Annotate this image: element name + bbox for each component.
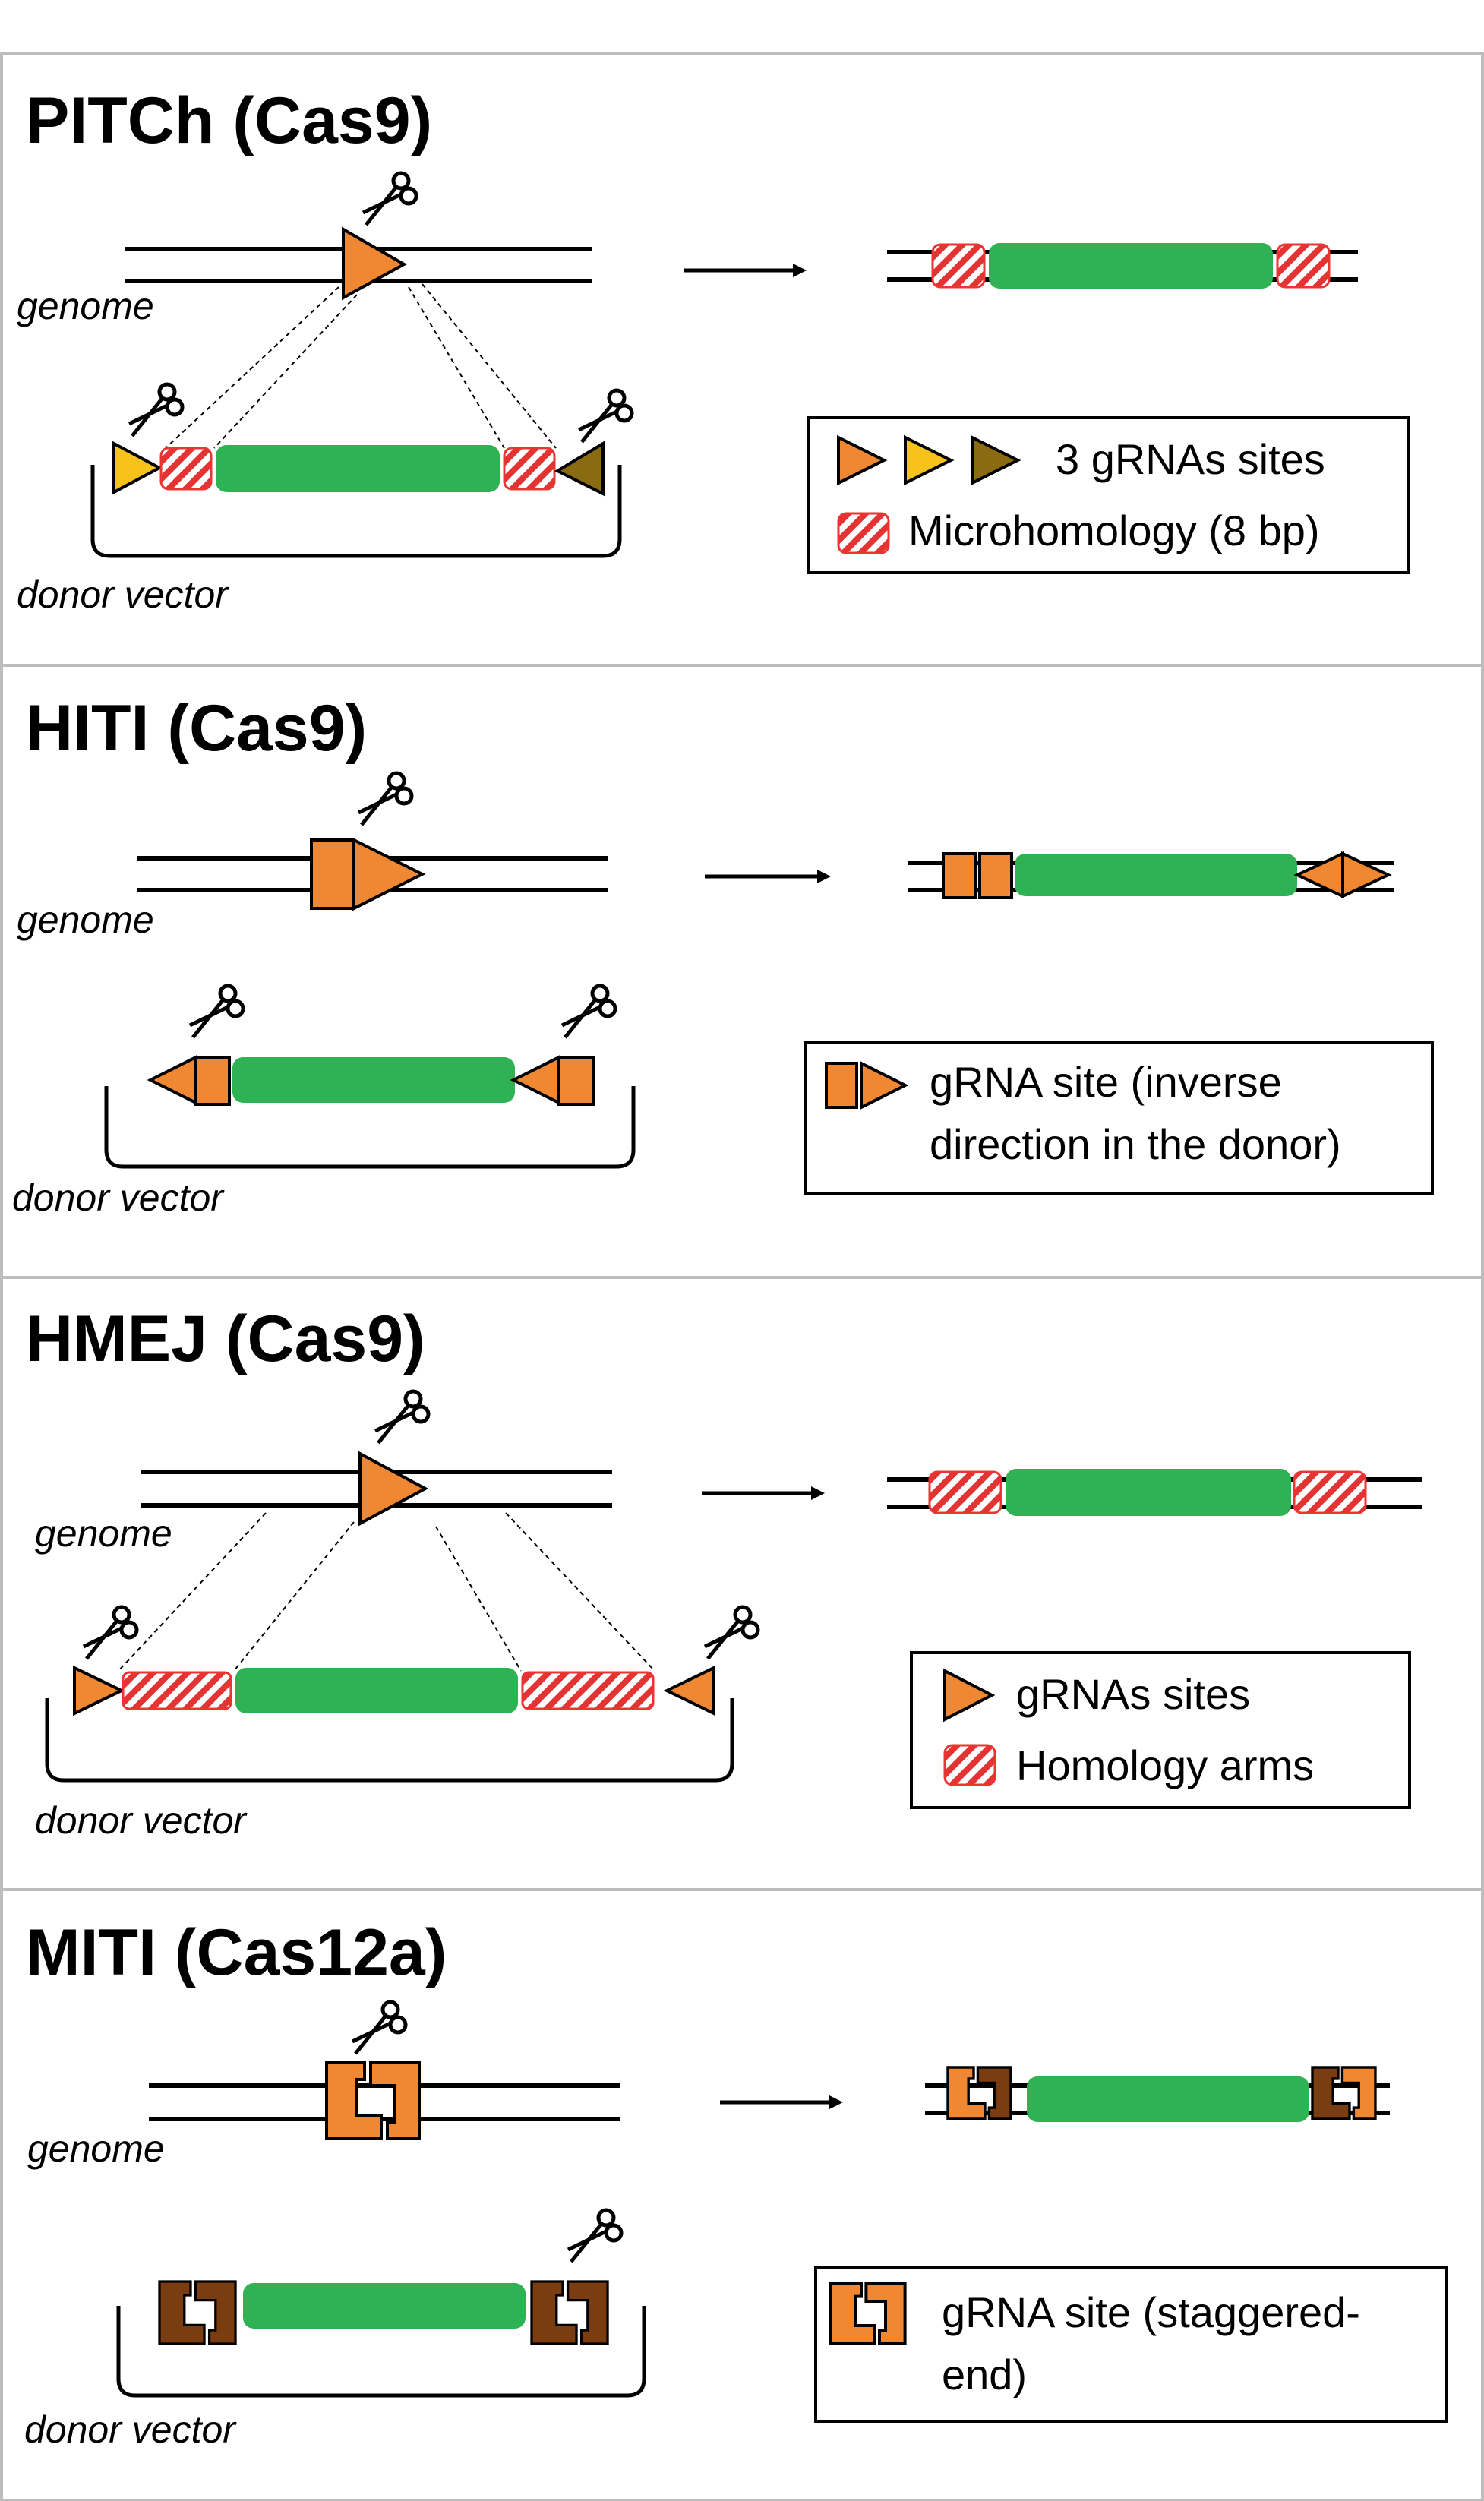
legend-entry: end) <box>942 2351 1027 2398</box>
legend-entry: gRNA site (staggered- <box>942 2288 1360 2336</box>
donor-gene <box>216 445 500 492</box>
genome-label: genome <box>35 1512 172 1555</box>
panel-title: PITCh (Cas9) <box>26 84 432 157</box>
staggered-site-icon <box>829 2281 907 2346</box>
gRNA-site-triangle-icon <box>554 441 605 497</box>
gRNA-site-triangle-icon <box>112 441 163 495</box>
genome-label: genome <box>17 285 154 327</box>
panel-title: HITI (Cas9) <box>26 692 367 765</box>
microhomology-block <box>159 447 213 491</box>
legend-entry: gRNAs sites <box>1016 1670 1250 1718</box>
panel-title: MITI (Cas12a) <box>26 1916 447 1989</box>
legend-entry: Homology arms <box>1016 1742 1314 1789</box>
legend-entry: gRNA site (inverse <box>930 1058 1282 1106</box>
legend-box <box>807 416 1410 574</box>
donor-label: donor vector <box>12 1176 225 1219</box>
genome-label: genome <box>27 2127 165 2170</box>
gRNA-site-triangle-icon <box>342 226 408 301</box>
panel-miti: MITI (Cas12a) genome donor vector <box>0 1888 1484 2501</box>
legend-entry: Microhomology (8 bp) <box>908 507 1320 554</box>
legend-entry: 3 gRNAs sites <box>1056 435 1325 483</box>
genome-label: genome <box>17 898 154 941</box>
legend-box <box>804 1041 1434 1195</box>
donor-label: donor vector <box>17 573 229 616</box>
panel-pitch: PITCh (Cas9) genome donor vector <box>0 52 1484 667</box>
donor-label: donor vector <box>35 1799 248 1842</box>
legend-box <box>814 2266 1448 2423</box>
panel-title: HMEJ (Cas9) <box>26 1303 425 1375</box>
donor-label: donor vector <box>24 2408 237 2451</box>
panel-hmej: HMEJ (Cas9) genome donor vector <box>0 1276 1484 1891</box>
legend-entry: direction in the donor) <box>930 1120 1341 1168</box>
microhomology-block <box>503 447 556 491</box>
panel-hiti: HITI (Cas9) genome donor vector g <box>0 664 1484 1279</box>
